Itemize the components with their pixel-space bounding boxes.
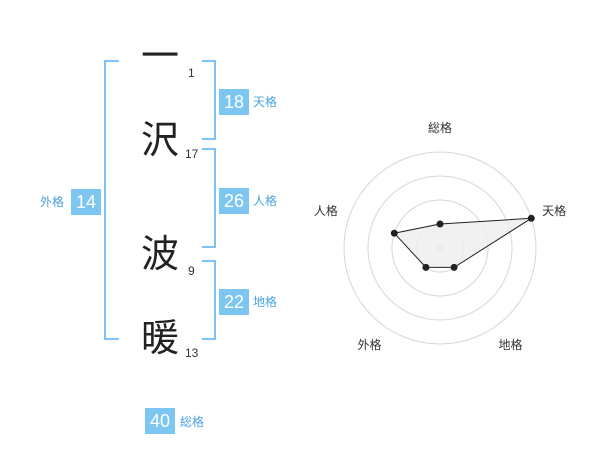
radar-shape [393, 217, 532, 268]
radar-axis-label: 総格 [428, 120, 452, 135]
jinkaku-bracket [202, 148, 216, 248]
name-char-4: 暖 [140, 316, 179, 360]
radar-point [422, 263, 430, 271]
radar-ring-3 [367, 175, 513, 321]
chikaku-bracket [202, 260, 216, 340]
radar-series-polygon [393, 217, 532, 268]
radar-points [390, 214, 535, 271]
soukaku-label: 総格 [180, 415, 205, 429]
name-char-3: 波 [140, 232, 179, 276]
chikaku-value-badge: 22 [219, 289, 249, 315]
gaikaku-value-badge: 14 [71, 189, 101, 215]
radar-ring-4 [343, 151, 537, 345]
stroke-count-3: 9 [188, 264, 195, 278]
radar-ring-2 [391, 199, 489, 297]
radar-axis-label: 外格 [357, 337, 381, 352]
name-char-2: 沢 [140, 118, 179, 162]
radar-point [390, 229, 398, 237]
stroke-count-1: 1 [188, 66, 195, 80]
tenkaku-value-badge: 18 [219, 89, 249, 115]
gaikaku-bracket [104, 60, 119, 340]
chikaku-label: 地格 [253, 295, 278, 309]
stroke-count-2: 17 [185, 147, 199, 161]
gaikaku-label: 外格 [40, 195, 65, 209]
tenkaku-label: 天格 [253, 95, 278, 109]
name-char-1: 一 [140, 34, 179, 78]
radar-axis-label: 人格 [314, 203, 338, 218]
radar-point [527, 214, 535, 222]
soukaku-value-badge: 40 [145, 408, 175, 434]
radar-point [450, 263, 458, 271]
jinkaku-label: 人格 [253, 194, 278, 208]
radar-axis-label: 地格 [498, 337, 522, 352]
radar-axis-label: 天格 [542, 203, 566, 218]
tenkaku-bracket [202, 60, 216, 140]
radar-point [436, 220, 444, 228]
jinkaku-value-badge: 26 [219, 188, 249, 214]
stroke-count-4: 13 [185, 346, 199, 360]
